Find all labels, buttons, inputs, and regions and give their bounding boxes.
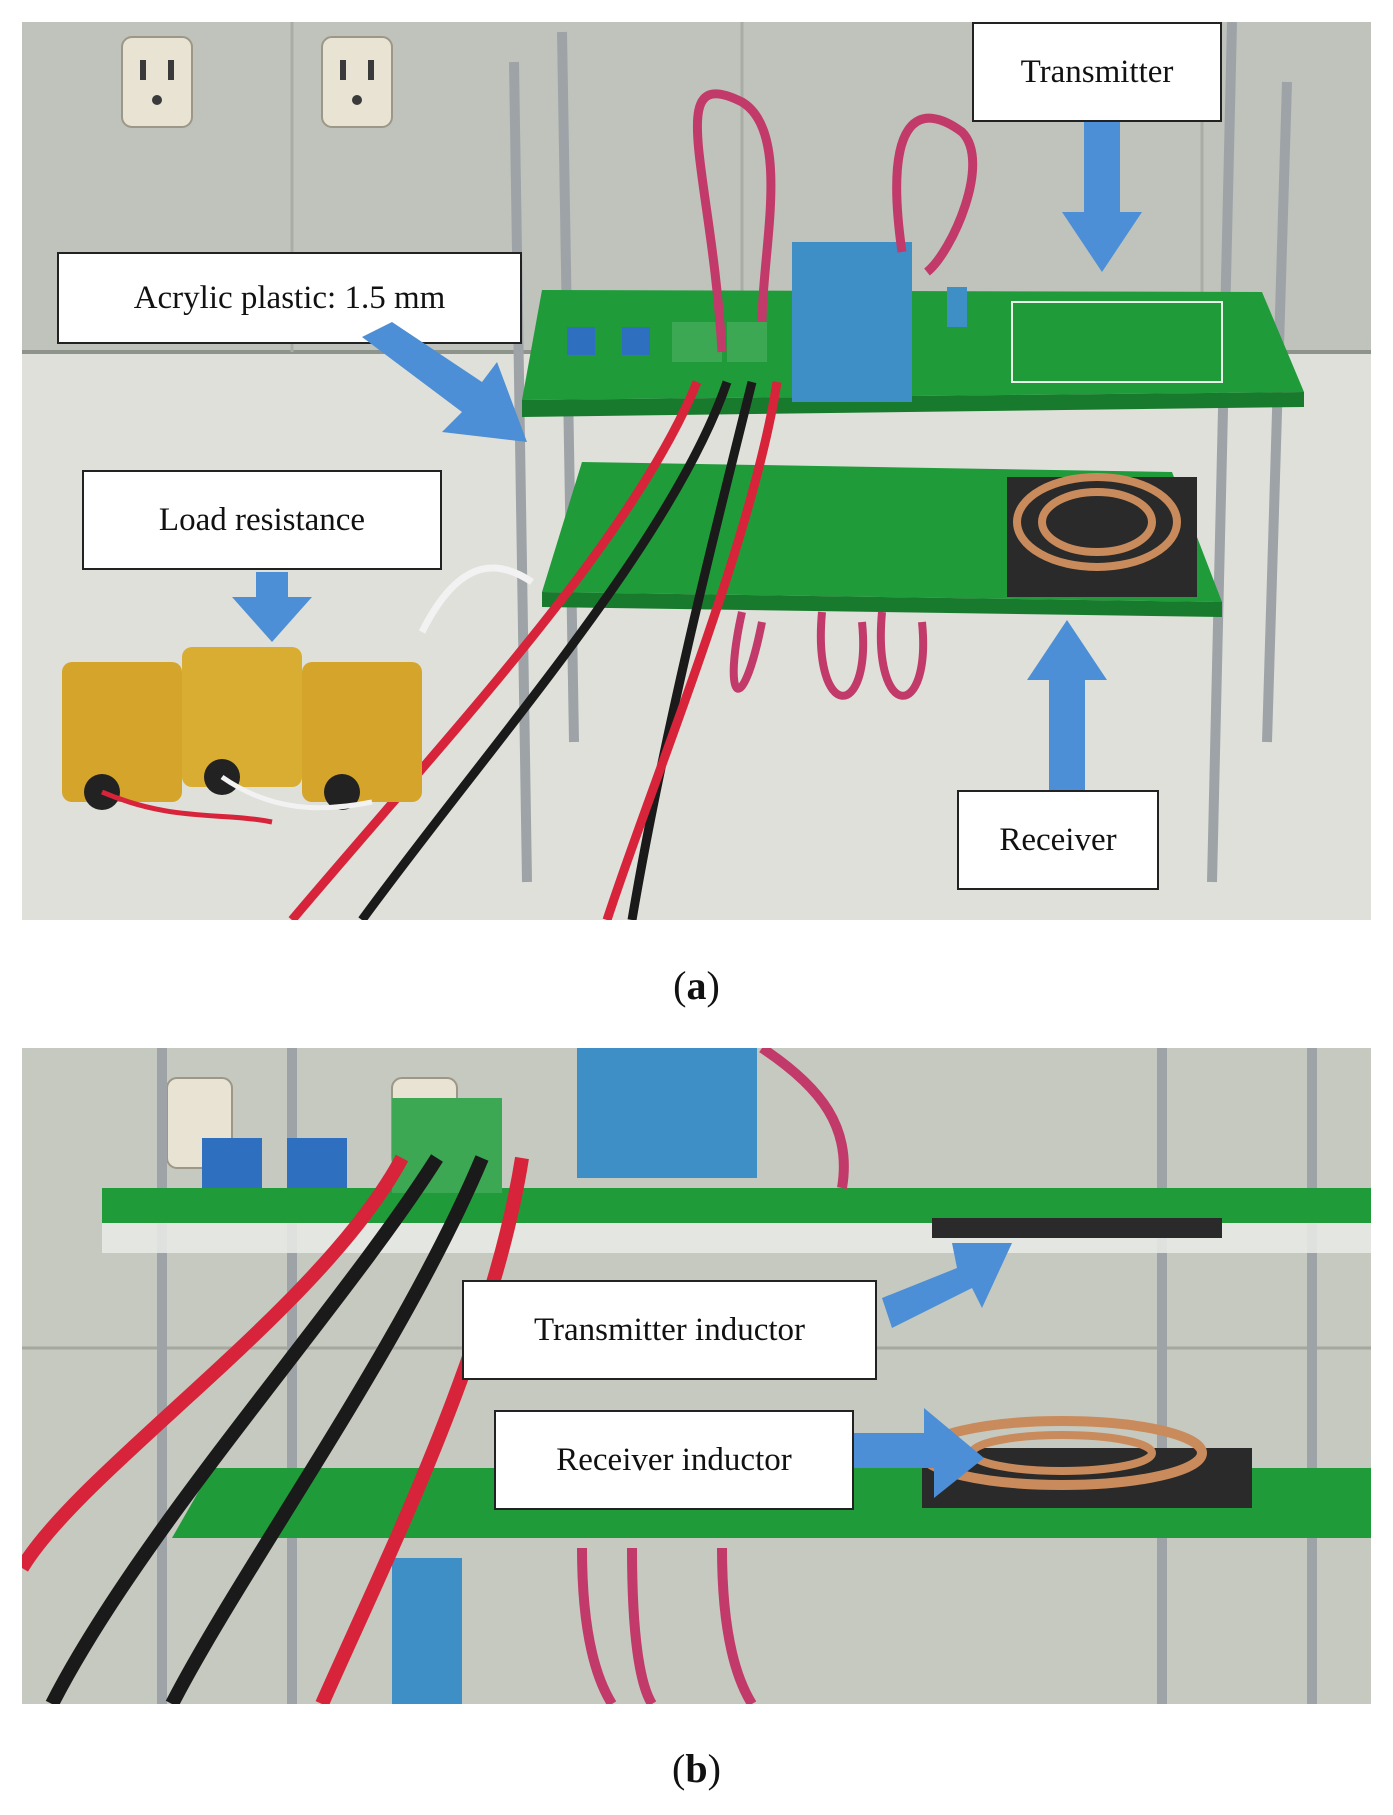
power-outlet xyxy=(121,36,193,128)
arrow-diagonal-icon xyxy=(854,1408,984,1498)
arrow-diagonal-icon xyxy=(362,322,527,442)
arrow-down-icon xyxy=(232,572,312,642)
transformer xyxy=(792,242,912,402)
receiver-label: Receiver xyxy=(957,790,1159,890)
transmitter-board xyxy=(102,1048,1371,1253)
transmitter-inductor-label: Transmitter inductor xyxy=(462,1280,877,1380)
load-resistance-label: Load resistance xyxy=(82,470,442,570)
arrow-diagonal-icon xyxy=(882,1243,1012,1328)
receiver-board xyxy=(542,462,1222,617)
arrow-down-icon xyxy=(1062,122,1142,272)
transmitter-label: Transmitter xyxy=(972,22,1222,122)
caption-b: (b) xyxy=(672,1746,721,1791)
receiver-inductor-label: Receiver inductor xyxy=(494,1410,854,1510)
photo-panel-b: Transmitter inductor Receiver inductor xyxy=(22,1048,1371,1704)
transformer xyxy=(577,1048,757,1178)
receiver-coil xyxy=(1013,473,1181,571)
acrylic-label: Acrylic plastic: 1.5 mm xyxy=(57,252,522,344)
load-resistor-bank xyxy=(62,647,422,825)
photo-panel-a: Transmitter Acrylic plastic: 1.5 mm Load… xyxy=(22,22,1371,920)
caption-a: (a) xyxy=(673,963,720,1008)
power-outlet xyxy=(321,36,393,128)
arrow-up-icon xyxy=(1027,620,1107,790)
